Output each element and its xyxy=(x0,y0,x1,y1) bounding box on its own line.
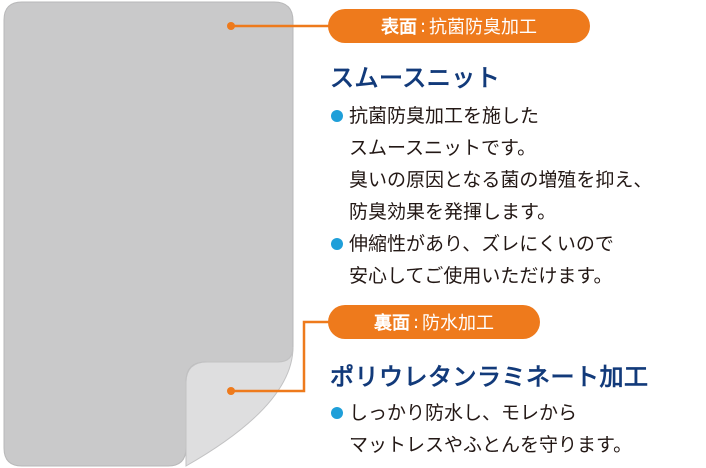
sheet-back-face xyxy=(185,346,294,467)
front-tag-finish: 抗菌防臭加工 xyxy=(429,17,538,38)
back-tag-separator: : xyxy=(412,311,420,333)
front-face-tag: 表面 : 抗菌防臭加工 xyxy=(328,9,590,43)
front-tag-separator: : xyxy=(419,15,427,37)
bullet-dot-icon xyxy=(331,238,343,250)
back-feature-item: しっかり防水し、モレから マットレスやふとんを守ります。 xyxy=(331,397,632,461)
back-feature-list: しっかり防水し、モレから マットレスやふとんを守ります。 xyxy=(331,397,632,461)
front-tag-face: 表面 xyxy=(380,17,417,38)
back-material-heading: ポリウレタンラミネート加工 xyxy=(330,363,649,391)
front-material-heading: スムースニット xyxy=(330,64,501,92)
back-callout-line xyxy=(231,320,330,393)
front-callout-dot xyxy=(227,22,235,30)
front-feature-item: 伸縮性があり、ズレにくいので 安心してご使用いただけます。 xyxy=(331,228,652,292)
front-feature-text: 抗菌防臭加工を施した スムースニットです。 臭いの原因となる菌の増殖を抑え、 防… xyxy=(349,105,653,223)
front-feature-text: 伸縮性があり、ズレにくいので 安心してご使用いただけます。 xyxy=(349,233,614,287)
back-tag-finish: 防水加工 xyxy=(422,313,495,334)
back-callout-dot xyxy=(227,387,235,395)
bullet-dot-icon xyxy=(331,407,343,419)
front-feature-item: 抗菌防臭加工を施した スムースニットです。 臭いの原因となる菌の増殖を抑え、 防… xyxy=(331,100,652,228)
back-feature-text: しっかり防水し、モレから マットレスやふとんを守ります。 xyxy=(349,402,633,456)
back-tag-face: 裏面 xyxy=(373,313,410,334)
back-face-tag: 裏面 : 防水加工 xyxy=(328,305,540,339)
front-feature-list: 抗菌防臭加工を施した スムースニットです。 臭いの原因となる菌の増殖を抑え、 防… xyxy=(331,100,652,292)
bullet-dot-icon xyxy=(331,110,343,122)
